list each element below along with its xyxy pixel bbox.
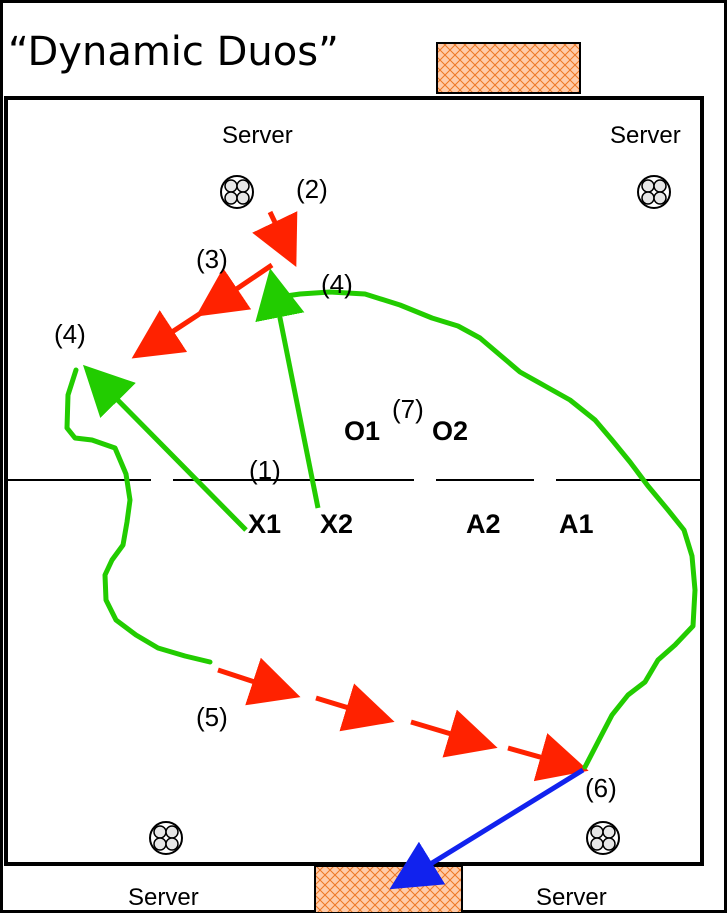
step-label-7: (7) [392, 394, 424, 424]
ball-icon [220, 175, 254, 209]
pass-arrow-2 [252, 210, 298, 268]
player-x1: X1 [248, 509, 281, 539]
ball-icon [586, 821, 620, 855]
bottom-goal-target-icon [314, 865, 463, 913]
player-a1: A1 [559, 509, 594, 539]
step-label-5: (5) [196, 702, 228, 732]
player-o1: O1 [344, 416, 380, 446]
run-path-right-loop [283, 289, 698, 770]
pass-arrow-5-c [410, 709, 498, 758]
step-label-4-left: (4) [54, 319, 86, 349]
step-label-4-right: (4) [321, 269, 353, 299]
run-path-left-loop [64, 367, 213, 665]
pass-arrow-3-b [131, 308, 206, 359]
player-x2: X2 [320, 509, 353, 539]
step-label-2: (2) [296, 174, 328, 204]
pass-arrow-5-d [507, 733, 589, 782]
ball-icon [637, 175, 671, 209]
server-label-top-left: Server [222, 122, 293, 149]
step-label-3: (3) [196, 244, 228, 274]
diagram-title: “Dynamic Duos” [8, 29, 339, 75]
server-label-top-right: Server [610, 122, 681, 149]
step-label-1: (1) [249, 455, 281, 485]
server-label-bottom-right: Server [536, 884, 607, 911]
ball-icon [149, 821, 183, 855]
step-label-6: (6) [585, 773, 617, 803]
server-label-bottom-left: Server [128, 884, 199, 911]
pass-arrow-5-b [315, 683, 395, 732]
pass-arrow-5-a [217, 657, 301, 706]
top-goal-target-icon [436, 42, 581, 94]
run-arrow-x2 [255, 268, 321, 509]
player-a2: A2 [466, 509, 501, 539]
player-o2: O2 [432, 416, 468, 446]
final-pass-arrow [389, 767, 585, 890]
run-arrow-x1 [82, 364, 248, 532]
